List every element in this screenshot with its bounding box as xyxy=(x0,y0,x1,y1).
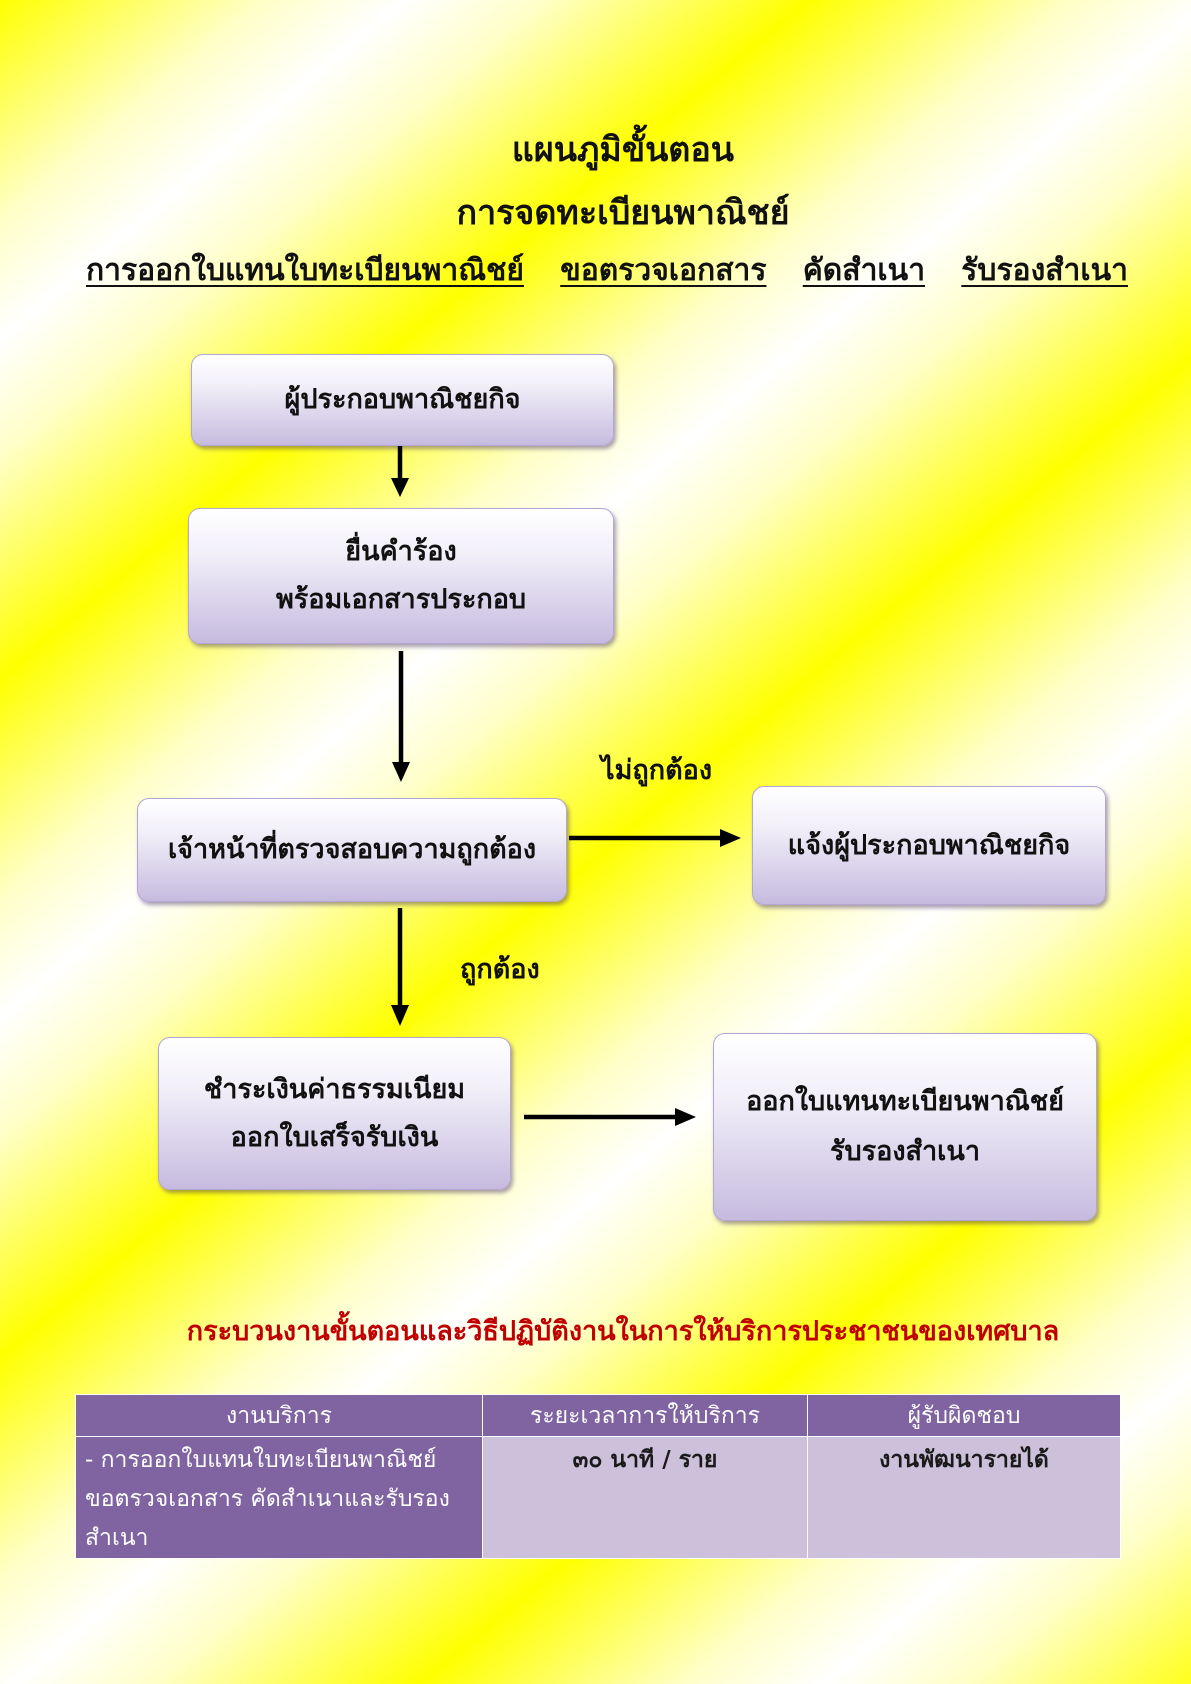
flow-node-applicant: ผู้ประกอบพาณิชยกิจ xyxy=(191,354,614,446)
service-text-line: - การออกใบแทนใบทะเบียนพาณิชย์ xyxy=(85,1447,437,1473)
topic-document-inspection: ขอตรวจเอกสาร xyxy=(560,253,767,288)
process-heading: กระบวนงานขั้นตอนและวิธีปฏิบัติงานในการให… xyxy=(186,1316,1060,1347)
service-table: งานบริการ ระยะเวลาการให้บริการ ผู้รับผิด… xyxy=(75,1394,1121,1559)
flow-node-label: รับรองสำเนา xyxy=(829,1136,981,1167)
arrow-applicant-to-submit xyxy=(391,446,409,497)
flow-node-issue-replacement: ออกใบแทนทะเบียนพาณิชย์ รับรองสำเนา xyxy=(713,1033,1097,1221)
column-header-duration: ระยะเวลาการให้บริการ xyxy=(482,1394,808,1437)
table-row: - การออกใบแทนใบทะเบียนพาณิชย์ ขอตรวจเอกส… xyxy=(75,1436,1121,1559)
service-topics: การออกใบแทนใบทะเบียนพาณิชย์ ขอตรวจเอกสาร… xyxy=(86,251,1128,291)
topic-certify-copy: รับรองสำเนา xyxy=(961,253,1128,288)
edge-label-correct: ถูกต้อง xyxy=(460,954,540,985)
flow-node-label: ออกใบเสร็จรับเงิน xyxy=(230,1121,439,1153)
service-cell: - การออกใบแทนใบทะเบียนพาณิชย์ ขอตรวจเอกส… xyxy=(75,1436,483,1559)
service-text-line: สำเนา xyxy=(85,1525,149,1551)
flow-node-notify-applicant: แจ้งผู้ประกอบพาณิชยกิจ xyxy=(752,786,1106,905)
responsible-cell: งานพัฒนารายได้ xyxy=(807,1436,1121,1559)
arrow-verify-to-payment xyxy=(391,908,409,1026)
flow-node-label: เจ้าหน้าที่ตรวจสอบความถูกต้อง xyxy=(167,834,537,865)
flow-node-label: ผู้ประกอบพาณิชยกิจ xyxy=(284,384,521,415)
flow-node-label: ชำระเงินค่าธรรมเนียม xyxy=(203,1073,466,1105)
arrow-verify-to-notify xyxy=(569,829,741,847)
page-title: แผนภูมิขั้นตอน xyxy=(511,130,735,170)
flow-node-label: ยื่นคำร้อง xyxy=(345,536,457,567)
column-header-service: งานบริการ xyxy=(75,1394,483,1437)
arrow-payment-to-issue xyxy=(524,1108,696,1126)
page-subtitle: การจดทะเบียนพาณิชย์ xyxy=(456,193,790,233)
flow-node-submit-request: ยื่นคำร้อง พร้อมเอกสารประกอบ xyxy=(188,508,614,644)
topic-copy: คัดสำเนา xyxy=(802,253,926,288)
column-header-responsible: ผู้รับผิดชอบ xyxy=(807,1394,1121,1437)
flow-node-payment: ชำระเงินค่าธรรมเนียม ออกใบเสร็จรับเงิน xyxy=(158,1037,511,1190)
flow-node-officer-verify: เจ้าหน้าที่ตรวจสอบความถูกต้อง xyxy=(137,798,567,902)
service-text-line: ขอตรวจเอกสาร คัดสำเนาและรับรอง xyxy=(85,1486,450,1512)
flow-node-label: แจ้งผู้ประกอบพาณิชยกิจ xyxy=(787,829,1071,861)
duration-cell: ๓๐ นาที / ราย xyxy=(482,1436,808,1559)
table-header-row: งานบริการ ระยะเวลาการให้บริการ ผู้รับผิด… xyxy=(75,1394,1121,1437)
flow-node-label: พร้อมเอกสารประกอบ xyxy=(275,584,527,615)
arrow-submit-to-verify xyxy=(392,651,410,782)
flow-node-label: ออกใบแทนทะเบียนพาณิชย์ xyxy=(746,1086,1064,1117)
topic-replacement-certificate: การออกใบแทนใบทะเบียนพาณิชย์ xyxy=(86,253,524,288)
edge-label-incorrect: ไม่ถูกต้อง xyxy=(601,755,713,786)
